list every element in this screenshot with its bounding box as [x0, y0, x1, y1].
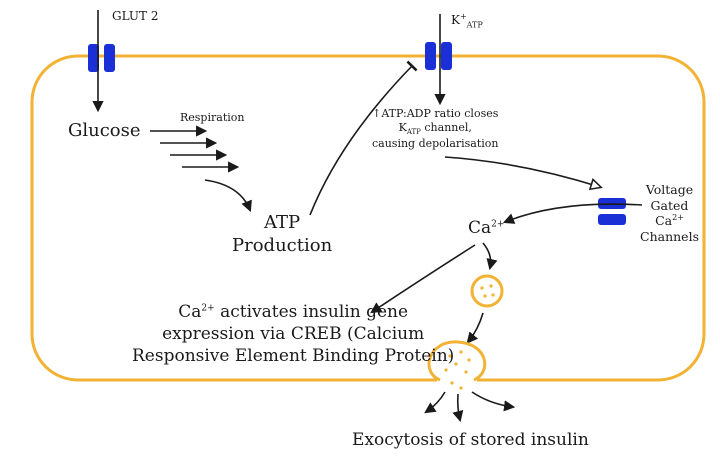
calcium-sup: 2+: [491, 219, 505, 230]
calcium-base: Ca: [468, 218, 492, 238]
creb-line1: Ca2+ activates insulin gene: [132, 302, 454, 324]
katp-base: K: [451, 13, 460, 27]
glucose-label: Glucose: [68, 120, 141, 141]
atp-ratio-k-sub: ATP: [406, 127, 421, 136]
katp-sup: +: [459, 12, 467, 21]
atp-ratio-label: ↑ATP:ADP ratio closes KATP channel, caus…: [372, 107, 499, 150]
to-atp-arrow: [204, 179, 252, 213]
vgc-line4: Channels: [640, 229, 699, 245]
exocytosis-label: Exocytosis of stored insulin: [352, 430, 589, 450]
insulin-vesicle-icon: [470, 274, 504, 308]
atp-ratio-line2: KATP channel,: [372, 121, 499, 137]
calcium-influx-arrow: [502, 203, 643, 224]
vgc-line3: Ca2+: [640, 213, 699, 229]
voltage-gated-label: Voltage Gated Ca2+ Channels: [640, 182, 699, 245]
vesicle-to-membrane-arrow: [466, 312, 484, 344]
depolarisation-arrow: [444, 156, 600, 187]
creb-line1-rest: activates insulin gene: [214, 302, 409, 322]
respiration-label: Respiration: [180, 111, 245, 124]
glut2-label: GLUT 2: [112, 9, 159, 23]
atp-ratio-line1-text: ATP:ADP ratio closes: [381, 107, 499, 120]
voltage-gated-channel-icon: [598, 198, 626, 225]
creb-ca-sup: 2+: [201, 303, 215, 314]
atp-inhibits-katp-arrow: [309, 60, 418, 216]
atp-ratio-k: K: [398, 120, 407, 134]
vgc-ca-sup: 2+: [672, 213, 684, 223]
up-arrow-icon: ↑: [372, 107, 382, 120]
calcium-to-vesicle-arrow: [482, 242, 498, 271]
atp-production-line2: Production: [232, 234, 333, 256]
vgc-line1: Voltage: [645, 182, 694, 197]
respiration-arrows: [150, 125, 240, 173]
exocytosis-fusion-icon: [427, 340, 487, 390]
creb-line3: Responsive Element Binding Protein): [132, 345, 455, 366]
atp-ratio-line2-rest: channel,: [420, 120, 472, 134]
creb-line2: expression via CREB (Calcium: [162, 323, 425, 344]
atp-ratio-line1: ↑ATP:ADP ratio closes: [372, 107, 499, 121]
katp-channel-icon: [425, 14, 452, 106]
atp-production-line1: ATP: [264, 212, 301, 233]
cell-membrane: [30, 54, 706, 382]
creb-ca: Ca: [178, 302, 202, 322]
vgc-line2: Gated: [650, 197, 689, 213]
exocytosis-arrows: [424, 391, 516, 423]
vgc-ca: Ca: [655, 213, 673, 229]
atp-ratio-line3: causing depolarisation: [372, 136, 499, 150]
katp-label: K+ATP: [451, 12, 483, 30]
calcium-to-creb-arrow: [370, 244, 476, 314]
katp-sub: ATP: [466, 20, 483, 30]
creb-label: Ca2+ activates insulin gene expression v…: [132, 302, 454, 367]
atp-production-label: ATP Production: [232, 212, 332, 257]
calcium-label: Ca2+: [468, 218, 505, 239]
glut2-channel-icon: [88, 10, 115, 113]
